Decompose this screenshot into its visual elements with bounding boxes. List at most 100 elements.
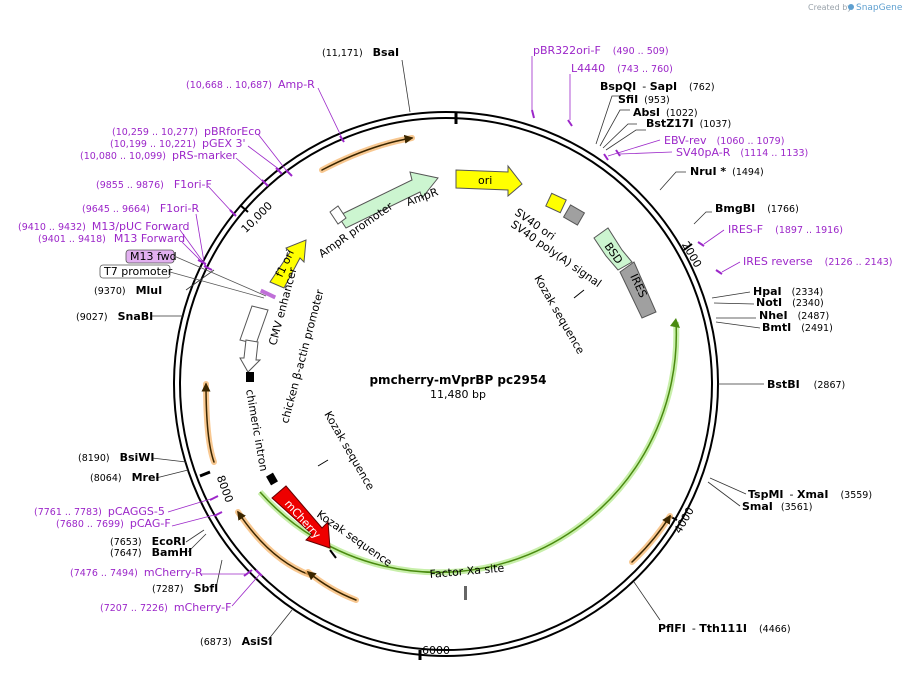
svg-text:(11,171)BsaI: (11,171)BsaI xyxy=(322,46,399,59)
site-nhei[interactable]: NheI xyxy=(759,309,788,322)
svg-text:TspMI- XmaI(3559): TspMI- XmaI(3559) xyxy=(748,488,872,501)
kozak2-label: Kozak sequence xyxy=(321,409,377,493)
mcherry-feature xyxy=(271,485,331,549)
svg-text:(8190)BsiWI: (8190) BsiWI xyxy=(78,451,155,464)
primer-ires-f[interactable]: IRES-F xyxy=(728,223,763,236)
ampr-promoter-feature xyxy=(329,205,347,225)
site-sapi[interactable]: SapI xyxy=(650,80,677,93)
primer-pcag-f-coord: (7680 .. 7699) xyxy=(56,519,124,530)
site-smai[interactable]: SmaI xyxy=(742,500,773,513)
svg-text:(7653)EcoRI: (7653)EcoRI xyxy=(110,535,186,548)
primer-amp-r-coord: (10,668 .. 10,687) xyxy=(186,80,272,91)
primer-ires-reverse[interactable]: IRES reverse xyxy=(743,255,813,268)
site-bsai[interactable]: BsaI xyxy=(373,46,399,59)
svg-text:IRES-F(1897 .. 1916): IRES-F (1897 .. 1916) xyxy=(728,223,843,236)
site-nrui-coord: (1494) xyxy=(732,167,764,178)
site-mrei-coord: (8064) xyxy=(90,473,122,484)
site-absi[interactable]: AbsI xyxy=(633,106,660,119)
svg-text:BmgBI(1766): BmgBI(1766) xyxy=(715,202,799,215)
site-nrui[interactable]: NruI * xyxy=(690,165,726,178)
site-snabi[interactable]: SnaBI xyxy=(118,310,154,323)
svg-text:SmaI(3561): SmaI (3561) xyxy=(742,500,813,513)
backbone-inner-ring xyxy=(179,117,713,651)
site-bsiwi-coord: (8190) xyxy=(78,453,110,464)
m13-fwd-label: M13 fwd xyxy=(130,250,177,263)
primer-m13puc-forward-coord: (9410 .. 9432) xyxy=(18,222,86,233)
primer-m13puc-forward[interactable]: M13/pUC Forward xyxy=(92,220,190,233)
right-primer-labels: pBR322ori-F(490 .. 509) L4440(743 .. 760… xyxy=(533,44,893,268)
t7-promoter-label: T7 promoter xyxy=(103,265,173,278)
primer-mcherry-r[interactable]: mCherry-R xyxy=(144,566,203,579)
site-bstbi-coord: (2867) xyxy=(814,380,846,391)
svg-text:(9645 .. 9664)F1ori-R: (9645 .. 9664)F1ori-R xyxy=(82,202,199,215)
primer-prs-marker[interactable]: pRS-marker xyxy=(172,149,237,162)
kozak2-mark xyxy=(317,459,329,467)
svg-text:SfiI(953): SfiI(953) xyxy=(618,93,670,106)
svg-text:(7207 .. 7226)mCherry-F: (7207 .. 7226)mCherry-F xyxy=(100,601,231,614)
primer-f1ori-f[interactable]: F1ori-F xyxy=(174,178,212,191)
site-tth111i[interactable]: Tth111I xyxy=(699,622,747,635)
primer-mcherry-f[interactable]: mCherry-F xyxy=(174,601,232,614)
svg-text:BspQI- SapI(762): BspQI- SapI(762) xyxy=(600,80,715,93)
svg-text:L4440(743 .. 760): L4440 (743 .. 760) xyxy=(571,62,673,75)
ori-feature xyxy=(455,164,523,198)
site-bstz17i-coord: (1037) xyxy=(700,119,732,130)
right-site-labels: BspQI- SapI(762) SfiI(953) AbsI (1022) Bs… xyxy=(600,80,872,635)
created-by-text: Created by xyxy=(808,3,852,12)
svg-text:(7680 .. 7699)pCAG-F: (7680 .. 7699) pCAG-F xyxy=(56,517,171,530)
svg-text:(7476 .. 7494)mCherry-R: (7476 .. 7494)mCherry-R xyxy=(70,566,203,579)
site-sfii[interactable]: SfiI xyxy=(618,93,638,106)
site-tspmi[interactable]: TspMI xyxy=(748,488,784,501)
site-bamhi[interactable]: BamHI xyxy=(152,546,193,559)
svg-text:NheI(2487): NheI (2487) xyxy=(759,309,829,322)
primer-l4440[interactable]: L4440 xyxy=(571,62,605,75)
site-absi-coord: (1022) xyxy=(666,108,698,119)
site-mlui[interactable]: MluI xyxy=(136,284,163,297)
cba-end-mark xyxy=(246,372,254,382)
site-bmgbi[interactable]: BmgBI xyxy=(715,202,755,215)
site-xmai[interactable]: XmaI xyxy=(797,488,828,501)
site-hpai[interactable]: HpaI xyxy=(753,285,782,298)
kozak1-mark xyxy=(573,289,585,299)
svg-text:(7647)BamHI: (7647)BamHI xyxy=(110,546,192,559)
site-sbfi[interactable]: SbfI xyxy=(194,582,219,595)
primer-pbrforeco[interactable]: pBRforEco xyxy=(204,125,261,138)
snapgene-logo-icon xyxy=(848,4,854,10)
primer-amp-r[interactable]: Amp-R xyxy=(278,78,315,91)
factor-xa-label: Factor Xa site xyxy=(429,561,505,580)
site-pflfi[interactable]: PflFI xyxy=(658,622,686,635)
ires-feature xyxy=(619,261,657,319)
site-bstbi[interactable]: BstBI xyxy=(767,378,800,391)
site-asisi[interactable]: AsiSI xyxy=(242,635,273,648)
primer-pcaggs-5[interactable]: pCAGGS-5 xyxy=(108,505,165,518)
site-bmti[interactable]: BmtI xyxy=(762,321,791,334)
primer-ires-f-coord: (1897 .. 1916) xyxy=(775,225,843,236)
svg-text:(8064)MreI: (8064) MreI xyxy=(90,471,160,484)
site-bstz17i[interactable]: BstZ17I xyxy=(646,117,694,130)
primer-prs-marker-coord: (10,080 .. 10,099) xyxy=(80,151,166,162)
primer-ebv-rev[interactable]: EBV-rev xyxy=(664,134,707,147)
site-asisi-coord: (6873) xyxy=(200,637,232,648)
site-bspqi[interactable]: BspQI xyxy=(600,80,636,93)
primer-ires-reverse-coord: (2126 .. 2143) xyxy=(825,257,893,268)
box-leaders xyxy=(169,255,267,299)
site-mrei[interactable]: MreI xyxy=(132,471,160,484)
svg-text:SV40pA-R(1114 .. 1133): SV40pA-R(1114 .. 1133) xyxy=(676,146,808,159)
primer-pcag-f[interactable]: pCAG-F xyxy=(130,517,171,530)
site-ecori[interactable]: EcoRI xyxy=(152,535,186,548)
svg-text:(10,668 .. 10,687)Amp-R: (10,668 .. 10,687) Amp-R xyxy=(186,78,315,91)
tick-label-10000: 10,000 xyxy=(239,199,275,235)
primer-m13-forward[interactable]: M13 Forward xyxy=(114,232,185,245)
svg-text:(7761 .. 7783)pCAGGS-5: (7761 .. 7783) pCAGGS-5 xyxy=(34,505,165,518)
primer-f1ori-r[interactable]: F1ori-R xyxy=(160,202,200,215)
svg-text:EBV-rev(1060 .. 1079): EBV-rev(1060 .. 1079) xyxy=(664,134,784,147)
primer-pgex3[interactable]: pGEX 3' xyxy=(202,137,246,150)
primer-pcaggs-5-coord: (7761 .. 7783) xyxy=(34,507,102,518)
site-bsiwi[interactable]: BsiWI xyxy=(120,451,155,464)
primer-sv40pa-r[interactable]: SV40pA-R xyxy=(676,146,731,159)
primer-l4440-coord: (743 .. 760) xyxy=(617,64,673,75)
site-smai-coord: (3561) xyxy=(781,502,813,513)
site-nhei-coord: (2487) xyxy=(798,311,830,322)
primer-pbr322ori-f[interactable]: pBR322ori-F xyxy=(533,44,601,57)
site-noti[interactable]: NotI xyxy=(756,296,782,309)
